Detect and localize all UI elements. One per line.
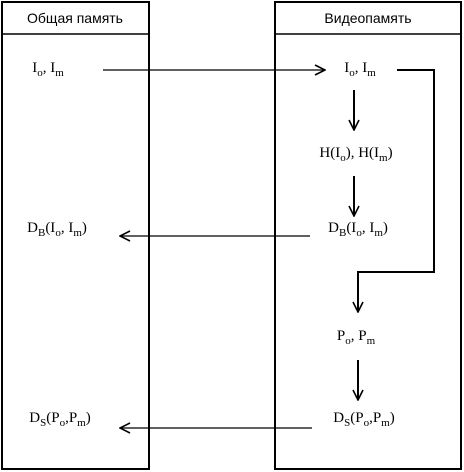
ds-video-label: DS(Po,Pm) bbox=[333, 410, 394, 429]
shared-memory-header: Общая память bbox=[27, 10, 123, 26]
shared-input-label: Io, Im bbox=[32, 60, 64, 79]
profiles-label: Po, Pm bbox=[337, 328, 376, 347]
db-video-label: DB(Io, Im) bbox=[328, 220, 388, 239]
arrow-input-bypass-to-profiles bbox=[358, 69, 435, 312]
histograms-label: H(Io), H(Im) bbox=[319, 145, 392, 164]
video-input-label: Io, Im bbox=[344, 60, 376, 79]
video-memory-header: Видеопамять bbox=[324, 10, 411, 26]
db-shared-label: DB(Io, Im) bbox=[27, 220, 87, 239]
ds-shared-label: DS(Po,Pm) bbox=[29, 410, 90, 429]
